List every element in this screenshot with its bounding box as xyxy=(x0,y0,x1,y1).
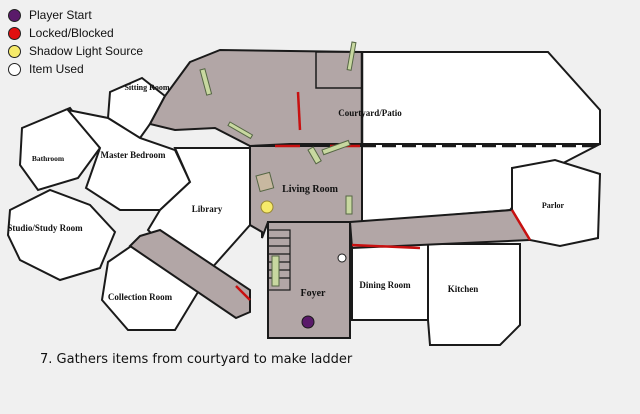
legend-label: Locked/Blocked xyxy=(29,26,114,40)
legend-dot-shadow-light xyxy=(8,44,21,58)
label-foyer: Foyer xyxy=(301,288,327,299)
label-studio: Studio/Study Room xyxy=(7,223,83,233)
legend-item-locked: Locked/Blocked xyxy=(8,24,143,42)
label-courtyard: Courtyard/Patio xyxy=(338,108,402,118)
pipe-item-icon xyxy=(307,146,322,165)
crate-item-icon xyxy=(255,171,275,193)
room-labels: Sitting Room Courtyard/Patio Bathroom Ma… xyxy=(7,83,564,302)
ladder-item-icon xyxy=(271,255,280,287)
locked-doors xyxy=(235,91,532,301)
studio-floor xyxy=(6,188,117,282)
label-library: Library xyxy=(192,204,223,214)
shadow-light-icon xyxy=(260,200,274,214)
legend-dot-player-start xyxy=(8,8,21,22)
label-parlor: Parlor xyxy=(542,201,565,210)
library-corridor-path xyxy=(128,228,251,320)
legend-label: Player Start xyxy=(29,8,92,22)
plank-item-icon xyxy=(345,195,353,215)
player-start-icon xyxy=(301,315,315,329)
label-dining-room: Dining Room xyxy=(359,280,411,290)
label-bathroom: Bathroom xyxy=(32,154,65,163)
label-collection-room: Collection Room xyxy=(108,292,173,302)
shovel-item-icon xyxy=(346,41,357,71)
legend-item-item-used: Item Used xyxy=(8,60,143,78)
rake-item-icon xyxy=(199,68,213,96)
foyer-path xyxy=(267,221,351,339)
legend-label: Shadow Light Source xyxy=(29,44,144,58)
label-master-bedroom: Master Bedroom xyxy=(101,150,166,160)
map-legend: Player Start Locked/Blocked Shadow Light… xyxy=(8,6,143,78)
items xyxy=(199,41,357,287)
legend-item-shadow-light: Shadow Light Source xyxy=(8,42,143,60)
courtyard-floor xyxy=(361,51,601,145)
courtyard-dividers xyxy=(315,51,600,148)
item-used-icon xyxy=(337,253,347,263)
stick-item-icon xyxy=(227,121,254,140)
legend-label: Item Used xyxy=(29,62,84,76)
courtyard-path xyxy=(148,48,363,148)
legend-dot-item-used xyxy=(8,62,21,76)
board-item-icon xyxy=(321,139,351,156)
legend-item-player-start: Player Start xyxy=(8,6,143,24)
bathroom-floor xyxy=(18,106,102,192)
legend-dot-locked xyxy=(8,26,21,40)
label-living-room: Living Room xyxy=(282,184,339,195)
label-sitting-room: Sitting Room xyxy=(124,83,169,92)
step-caption: 7. Gathers items from courtyard to make … xyxy=(40,352,353,367)
kitchen-floor xyxy=(427,243,521,346)
label-kitchen: Kitchen xyxy=(448,284,479,294)
room-floors xyxy=(6,51,602,346)
